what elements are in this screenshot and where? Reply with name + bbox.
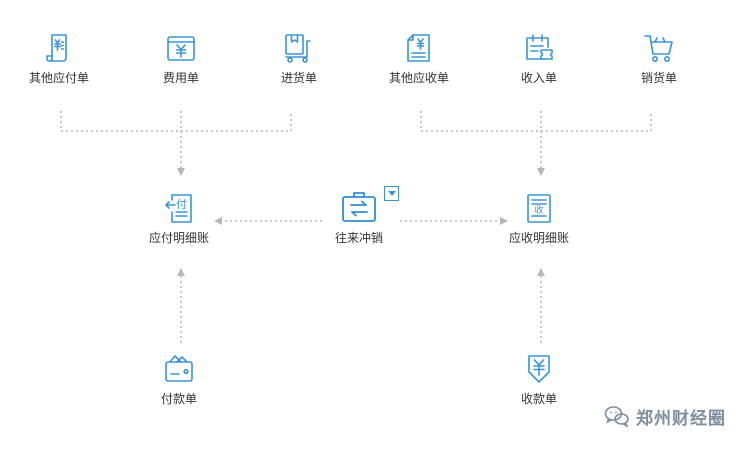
node-expense[interactable]: 费用单: [126, 32, 236, 85]
node-label: 其他应付单: [28, 71, 89, 85]
node-label: 往来冲销: [334, 231, 383, 245]
node-receivable-detail[interactable]: 收 应收明细账: [484, 192, 594, 245]
node-offset[interactable]: 往来冲销: [304, 190, 414, 245]
briefcase-exchange-icon: [342, 192, 376, 222]
node-income[interactable]: 收入单: [484, 32, 594, 85]
node-sales[interactable]: 销货单: [604, 32, 714, 85]
wechat-icon: [604, 406, 629, 427]
watermark-text: 郑州财经圈: [636, 408, 726, 429]
yen-shield-icon: [528, 355, 550, 383]
node-other-receivable[interactable]: 其他应收单: [364, 32, 474, 85]
expense-box-icon: [167, 36, 195, 61]
voucher-receipt-icon: [46, 34, 67, 62]
node-label: 应付明细账: [148, 231, 209, 245]
node-purchase[interactable]: 进货单: [244, 32, 354, 85]
node-payable-detail[interactable]: 付 应付明细账: [124, 192, 234, 245]
node-label: 进货单: [280, 71, 317, 85]
node-payment[interactable]: 付款单: [124, 353, 234, 406]
wallet-icon: [165, 355, 193, 382]
node-receipt[interactable]: 收款单: [484, 353, 594, 406]
receivable-ledger-icon: 收: [527, 194, 551, 223]
svg-text:付: 付: [176, 198, 187, 211]
node-label: 付款单: [160, 392, 197, 406]
payable-ledger-icon: 付: [165, 194, 192, 223]
node-label: 其他应收单: [388, 71, 449, 85]
purchase-cart-icon: [285, 34, 311, 63]
node-label: 费用单: [162, 71, 199, 85]
node-label: 应收明细账: [508, 231, 569, 245]
document-yen-icon: [407, 34, 430, 62]
left-source-bracket: [60, 111, 292, 132]
node-label: 收入单: [520, 71, 557, 85]
node-label: 收款单: [520, 392, 557, 406]
svg-text:收: 收: [534, 204, 543, 216]
watermark: 郑州财经圈: [604, 404, 726, 429]
right-source-bracket: [420, 111, 652, 132]
calendar-ticket-icon: [526, 34, 553, 60]
node-label: 销货单: [640, 71, 677, 85]
offset-dropdown-toggle[interactable]: [384, 186, 399, 201]
node-other-payable[interactable]: 其他应付单: [4, 32, 114, 85]
shopping-cart-icon: [644, 35, 673, 62]
